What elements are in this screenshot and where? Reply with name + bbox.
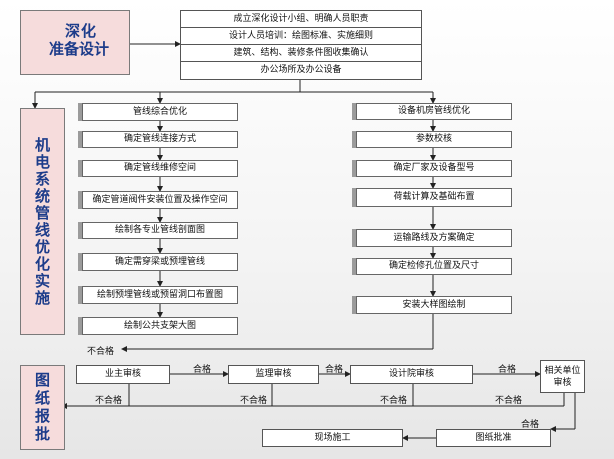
left-step-connection-method: 确定管线连接方式 [82, 131, 238, 148]
phase-deepening-line2: 准备设计 [49, 40, 110, 58]
left-step-valve-position: 确定管道阀件安装位置及操作空间 [82, 191, 238, 209]
label-pass-design: 合格 [498, 365, 517, 375]
right-step-load-foundation: 荷载计算及基础布置 [356, 188, 512, 207]
phase-electromech-label: 机电系统管线优化实施 [33, 136, 51, 307]
right-step-transport-route: 运输路线及方案确定 [356, 229, 512, 247]
review-owner: 业主审核 [76, 365, 170, 384]
label-fail-related: 不合格 [495, 396, 523, 406]
top-step-collect-drawings: 建筑、结构、装修条件图收集确认 [180, 44, 422, 62]
left-step-support-drawing: 绘制公共支架大图 [82, 317, 238, 335]
label-fail-supervisor: 不合格 [240, 396, 268, 406]
label-fail-return: 不合格 [87, 347, 115, 357]
review-site-construction: 现场施工 [262, 429, 403, 447]
phase-electromech-optimization: 机电系统管线优化实施 [20, 108, 65, 335]
review-drawing-approval: 图纸批准 [436, 429, 551, 447]
phase-drawing-review-label: 图纸报批 [33, 371, 51, 444]
left-step-through-beam: 确定需穿梁或预埋管线 [82, 253, 238, 271]
label-fail-design: 不合格 [380, 396, 408, 406]
top-step-office: 办公场所及办公设备 [180, 61, 422, 80]
left-step-section-drawings: 绘制各专业管线剖面图 [82, 222, 238, 239]
label-pass-related: 合格 [521, 420, 540, 430]
right-step-parameter-check: 参数校核 [356, 131, 512, 148]
left-step-maintenance-space: 确定管线维修空间 [82, 160, 238, 177]
right-step-detail-drawing: 安装大样图绘制 [356, 296, 512, 314]
label-pass-owner: 合格 [193, 365, 212, 375]
review-supervisor: 监理审核 [228, 365, 319, 384]
right-step-vendor-model: 确定厂家及设备型号 [356, 160, 512, 177]
right-step-access-hole: 确定检修孔位置及尺寸 [356, 258, 512, 275]
review-design-institute: 设计院审核 [350, 365, 473, 384]
phase-deepening-line1: 深化 [65, 22, 98, 40]
left-step-embedded-layout: 绘制预埋管线或预留洞口布置图 [82, 286, 238, 304]
phase-deepening-preparation: 深化 准备设计 [20, 10, 130, 75]
label-fail-owner: 不合格 [95, 396, 123, 406]
phase-drawing-review: 图纸报批 [20, 365, 65, 450]
review-related-units: 相关单位审核 [540, 360, 585, 393]
label-pass-supervisor: 合格 [325, 365, 344, 375]
top-step-team: 成立深化设计小组、明确人员职责 [180, 10, 422, 28]
right-step-room-optimization: 设备机房管线优化 [356, 103, 512, 120]
top-step-training: 设计人员培训：绘图标准、实施细则 [180, 27, 422, 45]
left-step-pipeline-optimization: 管线综合优化 [82, 103, 238, 121]
